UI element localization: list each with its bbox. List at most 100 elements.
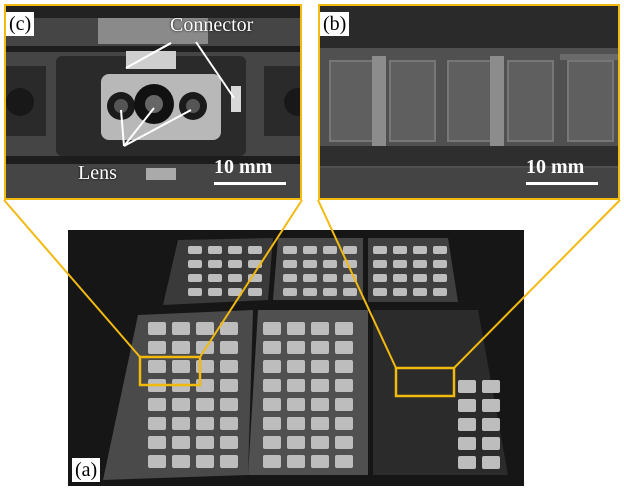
camera-module [228, 260, 242, 268]
camera-module [323, 260, 337, 268]
camera-module [287, 379, 305, 392]
camera-module [287, 455, 305, 468]
camera-module [148, 322, 166, 335]
camera-module [283, 274, 297, 282]
camera-module [283, 288, 297, 296]
camera-module [263, 379, 281, 392]
camera-module [373, 288, 387, 296]
panel-b-scale-bar [526, 182, 598, 185]
panel-b-scale-label: 10 mm [526, 156, 585, 178]
camera-module [287, 341, 305, 354]
panel-c-scale-label: 10 mm [214, 156, 273, 178]
camera-module [172, 417, 190, 430]
camera-module [172, 360, 190, 373]
camera-module [148, 436, 166, 449]
camera-module [172, 436, 190, 449]
camera-module [263, 341, 281, 354]
camera-module [228, 246, 242, 254]
camera-module [196, 436, 214, 449]
camera-module [148, 417, 166, 430]
camera-module [482, 399, 500, 412]
camera-module [373, 274, 387, 282]
camera-module [413, 274, 427, 282]
camera-module [413, 260, 427, 268]
camera-module [208, 260, 222, 268]
camera-module [220, 436, 238, 449]
camera-module [311, 360, 329, 373]
camera-module [287, 322, 305, 335]
camera-module [311, 322, 329, 335]
camera-module [433, 288, 447, 296]
camera-module [413, 246, 427, 254]
camera-module [148, 398, 166, 411]
camera-module [196, 455, 214, 468]
camera-module [220, 398, 238, 411]
camera-module [248, 288, 262, 296]
camera-module [311, 379, 329, 392]
camera-module [458, 437, 476, 450]
camera-module [303, 274, 317, 282]
camera-module [303, 288, 317, 296]
camera-module [172, 398, 190, 411]
camera-module [393, 288, 407, 296]
camera-module [196, 417, 214, 430]
camera-module [482, 380, 500, 393]
camera-module [263, 398, 281, 411]
camera-module [283, 260, 297, 268]
camera-module [287, 436, 305, 449]
camera-module [433, 246, 447, 254]
camera-module [220, 360, 238, 373]
camera-module [208, 274, 222, 282]
camera-module [335, 417, 353, 430]
camera-module [482, 437, 500, 450]
highlight-box-c [138, 355, 202, 387]
panel-a-label: (a) [72, 458, 101, 482]
camera-module [172, 322, 190, 335]
connector-annotation: Connector [170, 14, 254, 36]
camera-module [335, 360, 353, 373]
camera-module [433, 260, 447, 268]
camera-module [148, 341, 166, 354]
camera-module [323, 288, 337, 296]
camera-module [263, 436, 281, 449]
camera-module [311, 417, 329, 430]
camera-module [196, 322, 214, 335]
camera-module [263, 455, 281, 468]
camera-module [303, 260, 317, 268]
camera-module [196, 398, 214, 411]
panel-a-overview: (a) [68, 230, 524, 486]
camera-module [148, 360, 166, 373]
camera-module [188, 246, 202, 254]
camera-module [283, 246, 297, 254]
camera-module [393, 274, 407, 282]
camera-module [311, 455, 329, 468]
camera-module [458, 456, 476, 469]
camera-module [311, 398, 329, 411]
camera-module [220, 322, 238, 335]
tray-overview-image [68, 230, 524, 486]
camera-module [220, 455, 238, 468]
camera-module [335, 398, 353, 411]
camera-module [393, 260, 407, 268]
camera-module [228, 274, 242, 282]
camera-module [287, 417, 305, 430]
camera-module [208, 288, 222, 296]
camera-module [228, 288, 242, 296]
camera-module [323, 246, 337, 254]
camera-module [413, 288, 427, 296]
camera-module [248, 246, 262, 254]
lens-annotation: Lens [78, 162, 117, 184]
camera-module [263, 360, 281, 373]
camera-module [172, 455, 190, 468]
camera-module [220, 341, 238, 354]
camera-module [263, 322, 281, 335]
camera-module [208, 246, 222, 254]
camera-module [188, 274, 202, 282]
camera-module [458, 380, 476, 393]
camera-module [311, 341, 329, 354]
camera-module [482, 418, 500, 431]
camera-module [287, 360, 305, 373]
camera-module [263, 417, 281, 430]
camera-module [335, 455, 353, 468]
